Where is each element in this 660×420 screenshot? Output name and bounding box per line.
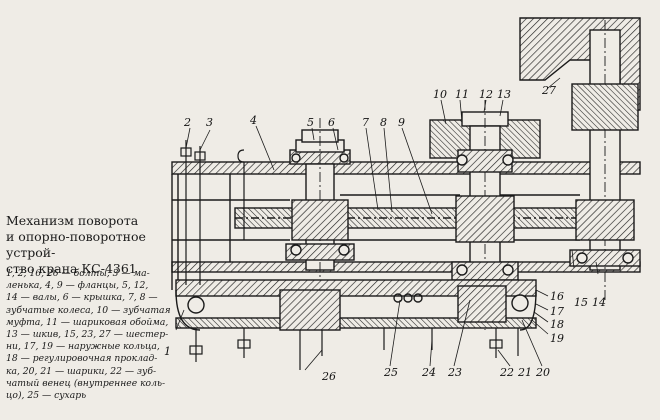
left-bolts — [180, 140, 245, 285]
part-label-23: 23 — [447, 366, 462, 379]
part-label-20: 20 — [535, 366, 550, 379]
part-label-11: 11 — [455, 88, 469, 101]
part-label-27: 27 — [541, 84, 556, 97]
part-label-17: 17 — [550, 305, 564, 318]
part-label-15: 15 — [574, 296, 588, 309]
part-label-3: 3 — [206, 116, 213, 129]
legend-line-7: ни, 17, 19 — наружные кольца, — [6, 341, 160, 353]
slewing-ring — [175, 279, 537, 331]
legend-line-2: ленька, 4, 9 — фланцы, 5, 12, — [6, 280, 149, 292]
part-label-4: 4 — [249, 114, 257, 127]
part-label-10: 10 — [433, 88, 447, 101]
figure-title-line-3: ство крана КС-4361 — [6, 261, 137, 276]
legend-line-10: чатый венец (внутреннее коль- — [6, 377, 166, 389]
shaft-14-assembly — [519, 17, 641, 300]
figure-title-line-1: Механизм поворота — [6, 213, 139, 228]
parts-legend: 1, 2, 16, 26 — болты, 3 — ма- ленька, 4,… — [6, 268, 174, 402]
legend-line-8: 18 — регулировочная проклад- — [6, 353, 158, 365]
legend-line-3: 14 — валы, 6 — крышка, 7, 8 — — [6, 292, 158, 304]
part-label-22: 22 — [499, 366, 514, 379]
part-label-19: 19 — [550, 332, 564, 345]
part-label-9: 9 — [398, 116, 405, 129]
part-label-13: 13 — [497, 88, 511, 101]
legend-line-9: ка, 20, 21 — шарики, 22 — зуб- — [6, 365, 157, 377]
part-label-26: 26 — [321, 370, 336, 383]
legend-line-5: муфта, 11 — шариковая обойма, — [6, 316, 169, 328]
part-label-16: 16 — [550, 290, 564, 303]
part-label-5: 5 — [307, 116, 314, 129]
part-label-7: 7 — [362, 116, 369, 129]
legend-line-11: цо), 25 — сухарь — [6, 390, 87, 402]
legend-line-1: 1, 2, 16, 26 — болты, 3 — ма- — [6, 268, 150, 279]
bottom-bolts — [189, 328, 519, 370]
shaft-12-assembly — [429, 100, 541, 330]
part-label-21: 21 — [517, 366, 532, 379]
part-label-14: 14 — [592, 296, 606, 309]
shaft-5-assembly — [285, 118, 355, 290]
part-label-18: 18 — [550, 318, 564, 331]
part-label-8: 8 — [380, 116, 387, 129]
figure-title: Механизм поворота и опорно-поворотное ус… — [6, 213, 176, 277]
part-label-25: 25 — [383, 366, 398, 379]
legend-line-4: зубчатые колеса, 10 — зубчатая — [6, 304, 171, 316]
part-label-2: 2 — [183, 116, 191, 129]
leader-lines — [175, 77, 599, 371]
part-number-labels: 1 2 3 4 5 6 7 8 9 10 11 12 13 14 15 16 1… — [164, 84, 606, 383]
figure-title-line-2: и опорно-поворотное устрой- — [6, 229, 146, 260]
part-label-12: 12 — [479, 88, 493, 101]
part-label-6: 6 — [328, 116, 335, 129]
housing-frame — [171, 161, 641, 290]
part-label-24: 24 — [421, 366, 436, 379]
legend-line-6: 13 — шкив, 15, 23, 27 — шестер- — [6, 329, 169, 341]
part-label-1: 1 — [164, 345, 171, 358]
